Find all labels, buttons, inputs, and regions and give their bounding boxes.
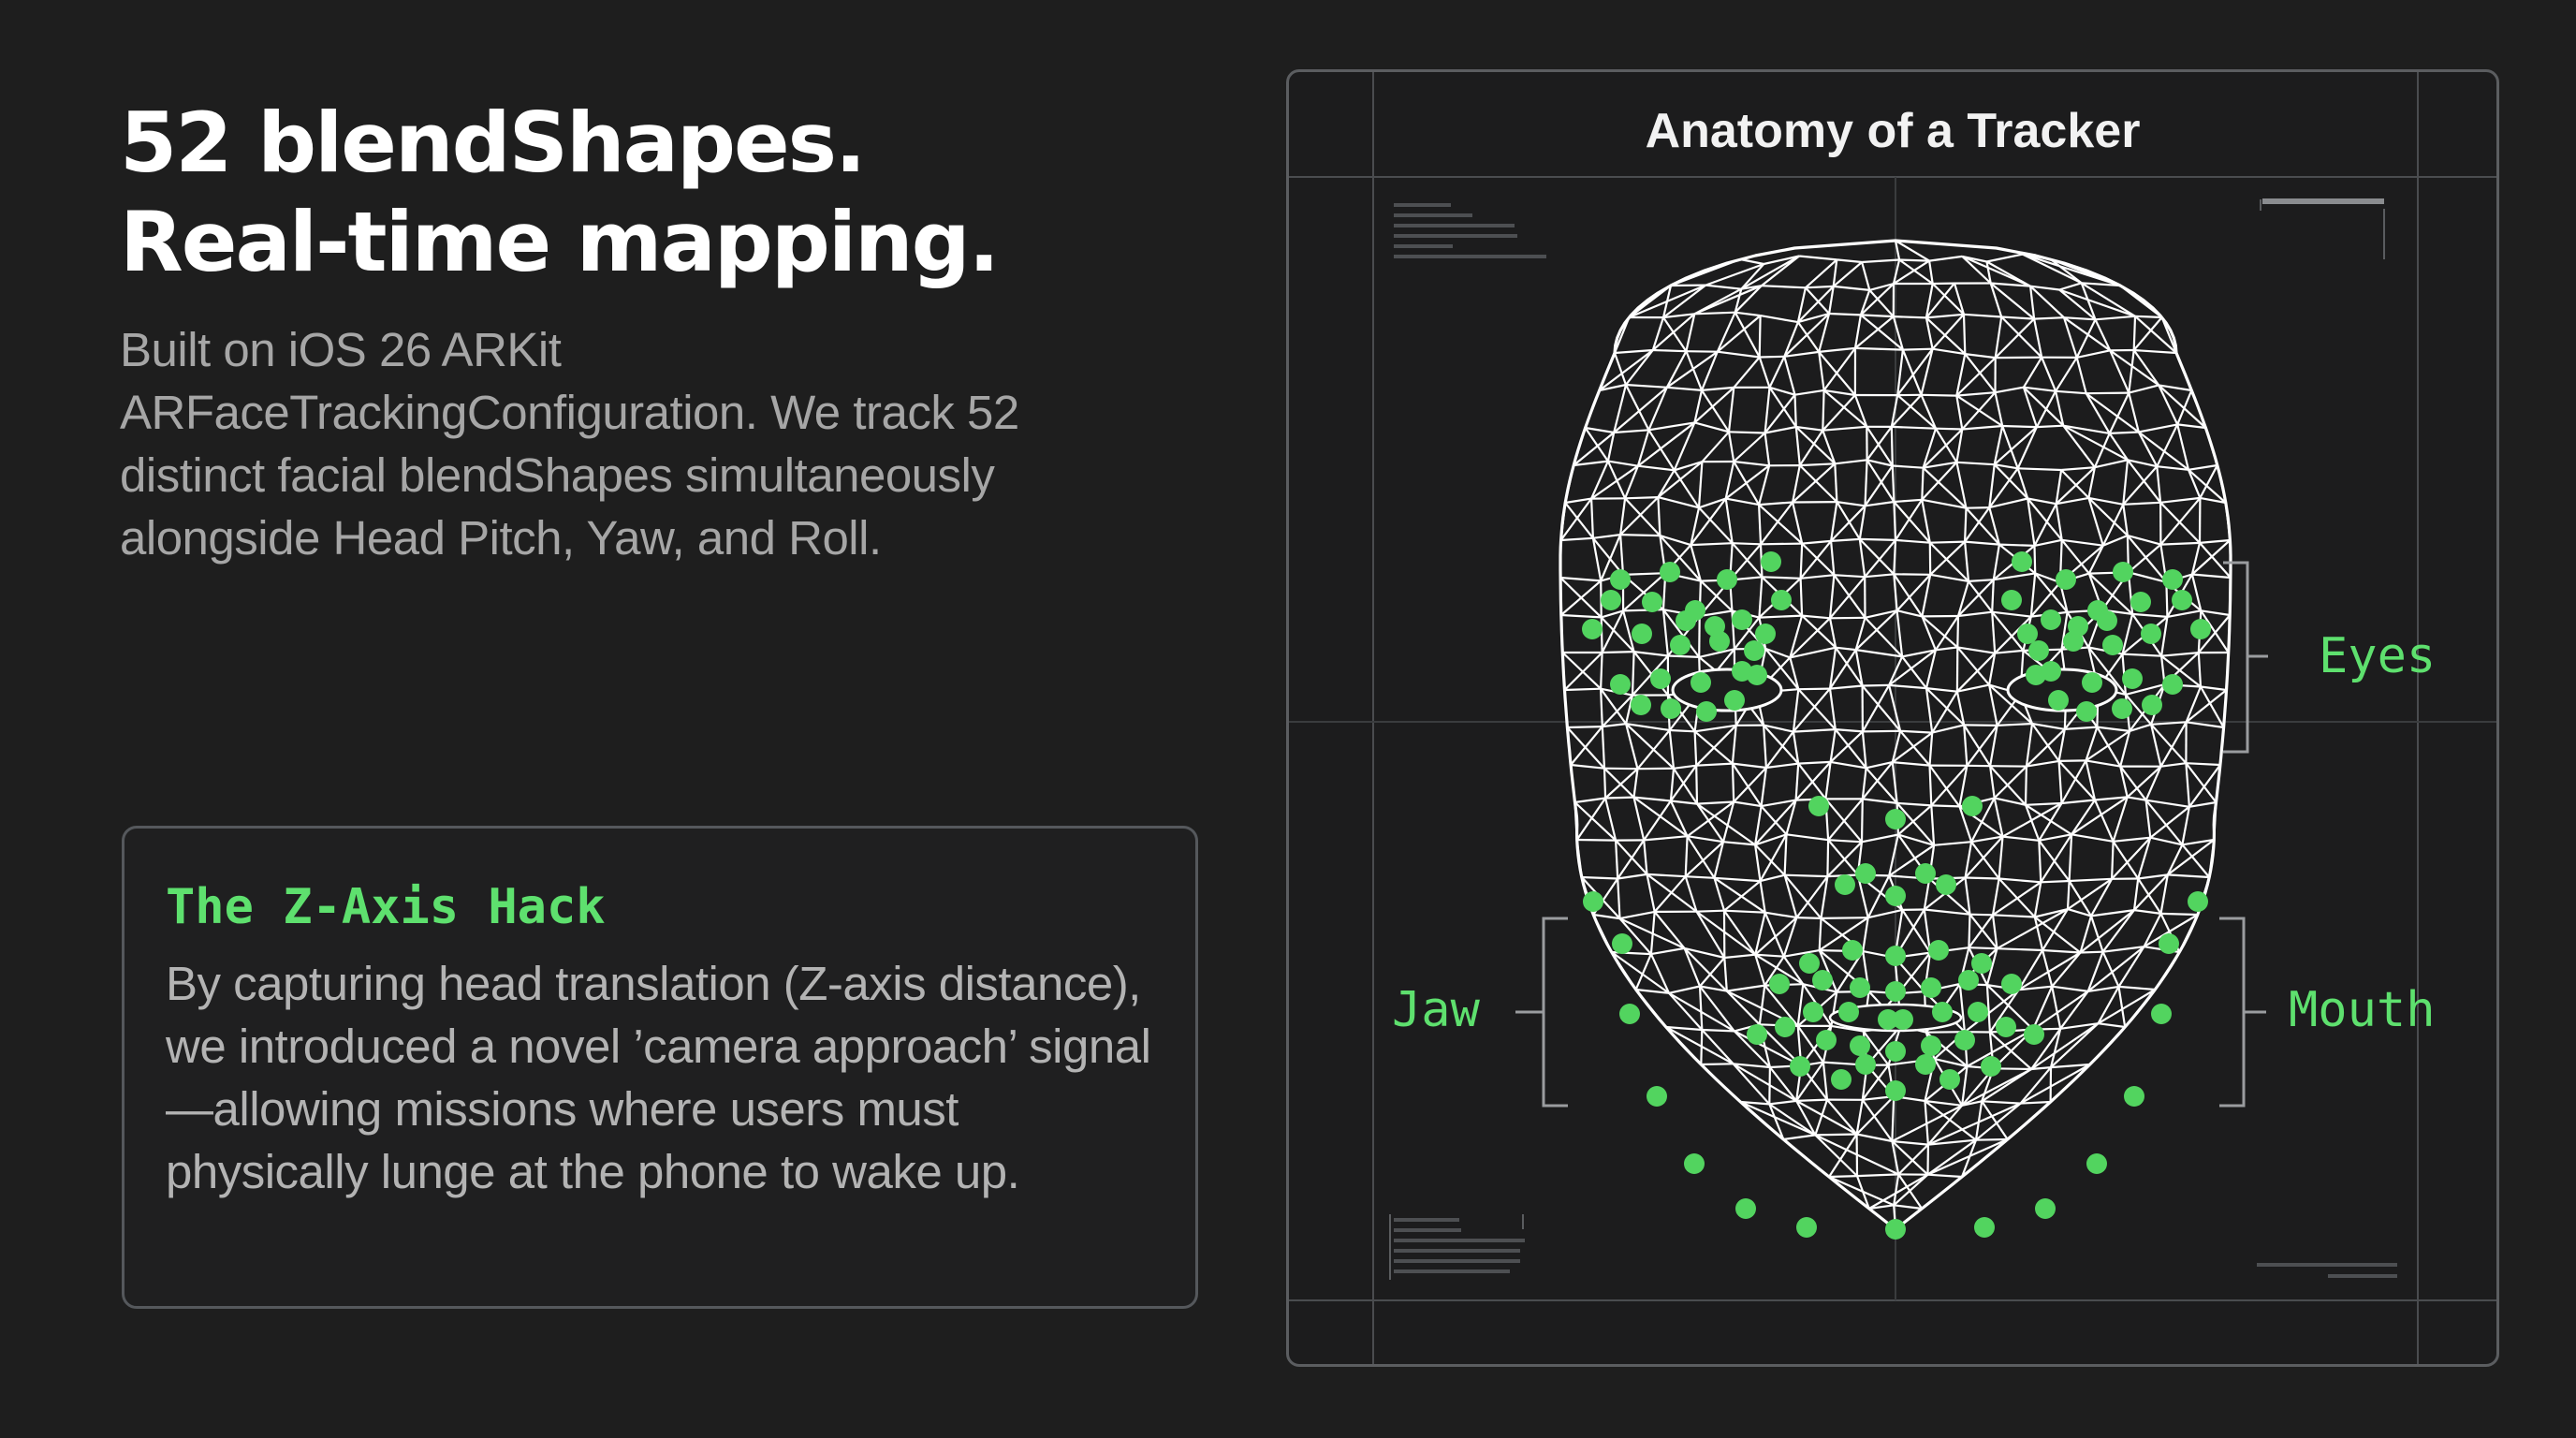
headline-line-2: Real-time mapping. (120, 194, 1000, 290)
headline: 52 blendShapes. Real-time mapping. (120, 94, 1196, 292)
z-axis-callout: The Z-Axis Hack By capturing head transl… (122, 826, 1198, 1309)
tracker-panel: Anatomy of a Tracker Eyes Mouth Jaw (1286, 69, 2499, 1367)
intro-paragraph: Built on iOS 26 ARKit ARFaceTrackingConf… (120, 323, 1019, 565)
callout-title: The Z-Axis Hack (166, 879, 606, 935)
mouth-label: Mouth (2289, 982, 2436, 1038)
callout-body: By capturing head translation (Z-axis di… (166, 957, 1151, 1198)
face-mesh-diagram (1289, 72, 2496, 1364)
headline-line-1: 52 blendShapes. (120, 95, 866, 191)
eyes-label: Eyes (2319, 628, 2437, 684)
tracker-title: Anatomy of a Tracker (1645, 104, 2141, 158)
jaw-label: Jaw (1392, 982, 1480, 1038)
